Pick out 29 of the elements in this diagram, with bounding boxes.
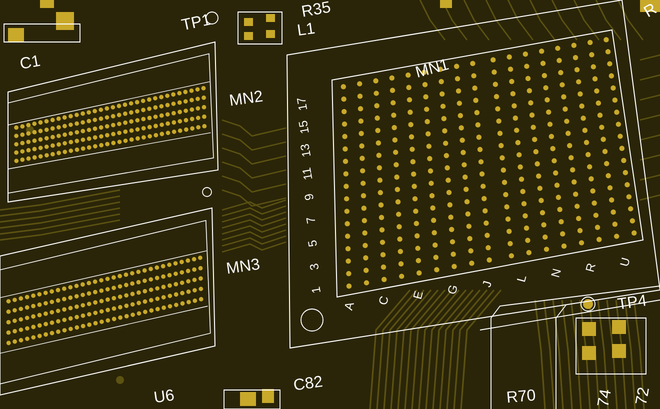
node-label: MN3	[226, 258, 260, 274]
pin-label: A	[344, 303, 354, 311]
pin-label: C	[379, 296, 388, 304]
pin-label: E	[413, 290, 423, 299]
pin-label: 7	[306, 218, 316, 224]
pin-label: L	[516, 276, 526, 282]
part-label: R	[643, 4, 658, 17]
pin-label: 11	[302, 168, 312, 180]
part-label: R35	[302, 1, 330, 17]
part-label: R70	[507, 389, 536, 403]
pin-label: 1	[312, 286, 320, 293]
pin-label: N	[551, 268, 561, 278]
pin-label: 15	[298, 120, 309, 134]
pin-label: 13	[300, 144, 311, 156]
part-label: C82	[294, 376, 322, 390]
part-label: C1	[20, 55, 40, 68]
part-label: 74	[597, 390, 611, 406]
pin-label: 5	[308, 240, 317, 247]
node-label: MN2	[230, 90, 263, 106]
pin-label: 3	[310, 264, 318, 270]
pin-label: R	[586, 264, 596, 272]
pin-label: 9	[304, 194, 314, 200]
part-label: U6	[154, 390, 174, 402]
part-label: L1	[298, 22, 315, 36]
pin-label: U	[620, 258, 630, 266]
pin-label: 17	[296, 98, 308, 110]
part-label: 72	[635, 388, 649, 404]
pin-label: G	[448, 285, 457, 294]
pin-label: J	[482, 280, 492, 288]
